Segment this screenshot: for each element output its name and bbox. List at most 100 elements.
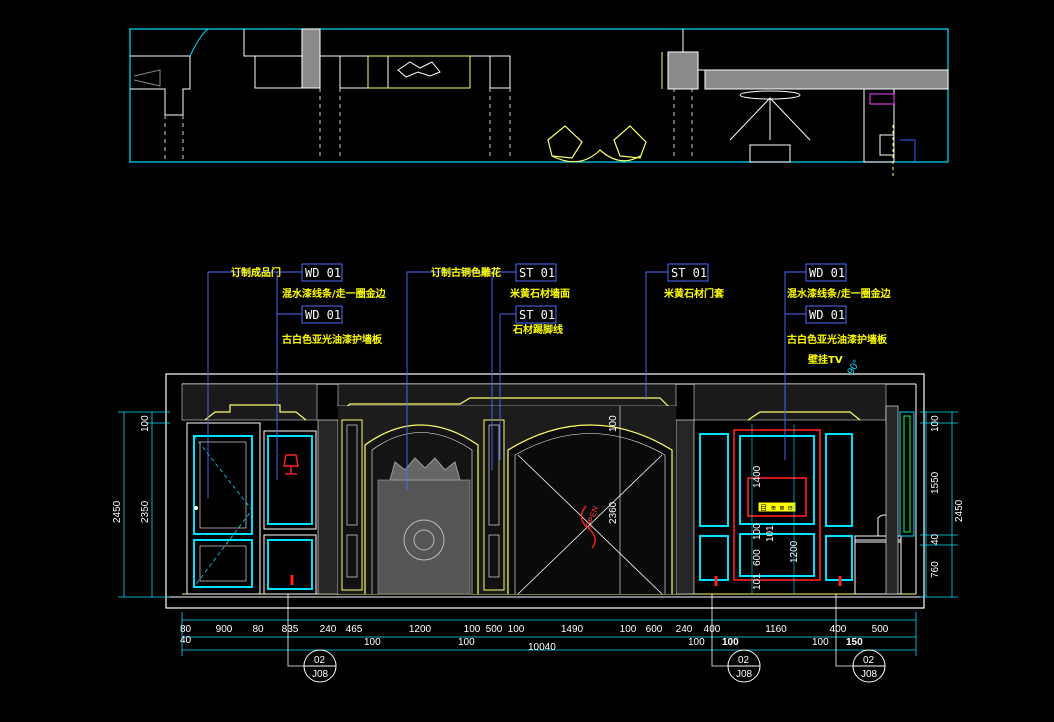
dim-row2-6: 150 (846, 637, 863, 648)
callout-2: 02 J08 (727, 649, 761, 683)
dim-row2-3: 100 (688, 637, 705, 648)
dim-lines-horizontal (181, 612, 917, 656)
dim-row1-value: 1160 (765, 624, 787, 635)
dim-center-top: 100 (608, 415, 619, 432)
dim-right-760: 760 (930, 561, 941, 578)
plan-wall (682, 29, 948, 71)
plan-counter (704, 69, 949, 90)
plan-frame (129, 28, 949, 163)
dim-tv-1400: 1400 (752, 465, 763, 488)
label-carved-screen: 订制古铜色雕花 (431, 266, 501, 279)
callout-3: 02 J08 (852, 649, 886, 683)
plan-bed (749, 144, 791, 163)
door-frame (186, 422, 261, 595)
dim-lines-vertical (118, 411, 958, 598)
pilaster (341, 419, 363, 591)
dim-row2-2: 100 (458, 637, 475, 648)
plan-bath (863, 88, 895, 163)
dim-row2-4: 100 (722, 637, 739, 648)
tv-screen (747, 477, 807, 517)
crown-molding (337, 397, 677, 415)
carved-medallion (413, 529, 435, 551)
arch-left-inner (371, 432, 473, 594)
dim-tv-101b: 101 (765, 525, 776, 542)
mirror-green (903, 415, 911, 533)
pilaster-inset (346, 424, 358, 526)
dim-row1-value: 100 (508, 624, 525, 635)
dim-row2-5: 100 (812, 637, 829, 648)
carved-screen-top (389, 457, 461, 481)
dim-tv-1200: 1200 (789, 540, 800, 563)
tag-wd-left-2: WD 01 (305, 308, 341, 322)
door-swing (193, 435, 253, 588)
plan-wall (243, 29, 255, 57)
dim-right-1550: 1550 (930, 471, 941, 494)
tag-wd-right-2: WD 01 (809, 308, 845, 322)
dim-row1-value: 1490 (561, 624, 584, 635)
label-stone-skirting: 石材踢脚线 (512, 323, 563, 336)
dim-left-inner: 2350 (140, 500, 151, 523)
right-panel (699, 535, 729, 581)
dim-right-40: 40 (930, 533, 941, 545)
pilaster-inset (488, 534, 500, 578)
dim-center-2360: 2360 (608, 501, 619, 524)
mirror (899, 411, 915, 537)
right-panel (825, 535, 853, 581)
label-wall-panel-right: 古白色亚光油漆护墙板 (787, 333, 888, 346)
dim-row1-value: 1200 (409, 624, 432, 635)
plan-fireplace (319, 29, 511, 89)
pilaster-inset (488, 424, 500, 526)
marble-column (675, 419, 695, 595)
dim-row1-value: 500 (486, 624, 503, 635)
callout-1-top: 02 (314, 655, 326, 666)
carved-medallion (403, 519, 445, 561)
callout-3-bottom: J08 (861, 669, 878, 680)
label-tv: 壁挂TV (808, 353, 843, 366)
tv-box-label: 目 ⊞ ⊠ ⊟ (760, 504, 792, 512)
plan-view (129, 28, 949, 178)
dim-row1-value: 500 (872, 624, 889, 635)
label-wood-line-right: 混水漆线条/走一圈金边 (787, 287, 892, 300)
dim-total: 10040 (528, 642, 556, 653)
dim-row1-value: 600 (646, 624, 663, 635)
tag-st-right: ST 01 (671, 266, 707, 280)
wall-panel (263, 534, 317, 595)
door-panel-inner (199, 545, 247, 582)
dim-right-top: 100 (930, 415, 941, 432)
dim-left-top: 100 (140, 415, 151, 432)
pilaster (483, 419, 505, 591)
plan-column (301, 28, 321, 89)
label-door: 订制成品门 (231, 266, 281, 279)
pilaster-inset (346, 534, 358, 578)
tag-st-center-2: ST 01 (519, 308, 555, 322)
dim-right-outer: 2450 (954, 499, 965, 522)
plan-rug (397, 61, 441, 78)
arch-right-inner (514, 433, 666, 594)
door-panel (193, 435, 253, 535)
dim-row1-value: 900 (216, 624, 233, 635)
label-wood-line-left: 混水漆线条/走一圈金边 (282, 287, 387, 300)
plan-sink (879, 134, 895, 156)
dim-first: 80 (180, 624, 192, 635)
tv-wall-panel (739, 533, 815, 577)
right-panel (825, 433, 853, 527)
door-knob (194, 506, 198, 510)
dim-row1-value: 240 (676, 624, 693, 635)
wall-panel (263, 430, 317, 530)
wall-panel (267, 435, 313, 525)
callout-1-bottom: J08 (312, 669, 329, 680)
tv-wall-panel (739, 435, 815, 525)
crown-molding (204, 404, 307, 421)
dim-tv-101a: 101 (752, 573, 763, 590)
callout-2-top: 02 (738, 655, 750, 666)
dim-row2-1: 100 (364, 637, 381, 648)
arch-right (507, 424, 673, 594)
plan-chairs (547, 125, 647, 163)
plan-hearth (367, 55, 471, 89)
plan-wall (130, 55, 191, 116)
dim-row1-value: 240 (320, 624, 337, 635)
elevation-view: OPEN 目 ⊞ ⊠ ⊟ (165, 373, 925, 609)
dim-row1-value: 80 (252, 624, 264, 635)
